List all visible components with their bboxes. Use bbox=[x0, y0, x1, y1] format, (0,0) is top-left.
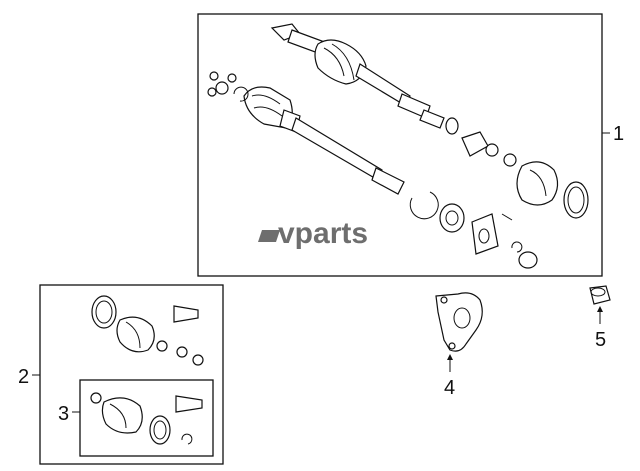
upper-drive-shaft bbox=[270, 23, 445, 129]
boot-kit-parts bbox=[91, 295, 204, 366]
callout-3: 3 bbox=[58, 403, 69, 425]
outer-cv-boot bbox=[516, 161, 589, 219]
inner-boot-kit-box bbox=[79, 379, 214, 457]
callout-5: 5 bbox=[595, 329, 606, 351]
tripod-joint bbox=[207, 71, 249, 102]
watermark-text: vparts bbox=[278, 217, 368, 250]
vparts-watermark: vparts bbox=[258, 217, 368, 250]
callout-2: 2 bbox=[18, 366, 29, 388]
axle-assembly-box bbox=[197, 13, 603, 277]
callout-1: 1 bbox=[613, 123, 624, 145]
inner-boot-kit-parts bbox=[90, 392, 203, 445]
boot-clamps-upper bbox=[445, 117, 517, 167]
lower-drive-shaft bbox=[243, 86, 405, 195]
steering-knuckle bbox=[435, 292, 483, 372]
callout-4: 4 bbox=[444, 377, 455, 399]
hub-bearing-set bbox=[409, 191, 538, 269]
hub-nut bbox=[589, 285, 611, 324]
